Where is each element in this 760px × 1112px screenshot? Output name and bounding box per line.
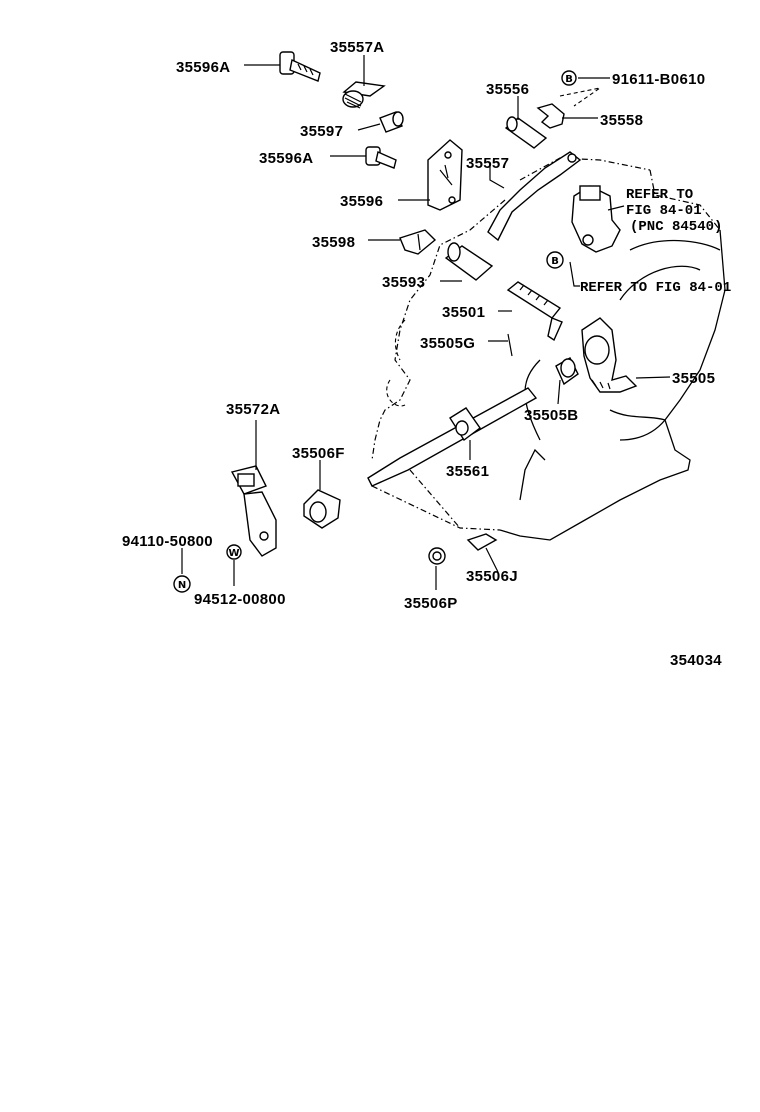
marker-b-top-letter: B xyxy=(565,74,573,85)
label-35557: 35557 xyxy=(466,155,509,172)
seal-35506F xyxy=(303,489,341,529)
refer-note-line3: (PNC 84540) xyxy=(630,219,722,235)
marker-b-top: B xyxy=(561,70,577,86)
label-91611-B0610: 91611-B0610 xyxy=(612,71,705,88)
label-35501: 35501 xyxy=(442,304,485,321)
label-35593: 35593 xyxy=(382,274,425,291)
refer-note-b: REFER TO FIG 84-01 xyxy=(580,280,731,296)
label-35596A-top: 35596A xyxy=(176,59,230,76)
marker-n-letter: N xyxy=(178,580,186,591)
marker-b-mid: B xyxy=(546,251,564,269)
leader-lines xyxy=(181,55,671,590)
neutral-start-switch xyxy=(571,185,621,253)
marker-b-mid-letter: B xyxy=(551,256,559,267)
label-35558: 35558 xyxy=(600,112,643,129)
bracket-35506J xyxy=(466,533,498,551)
bolt-35596A-mid xyxy=(365,146,397,169)
label-94110-50800: 94110-50800 xyxy=(122,533,213,550)
label-35506F: 35506F xyxy=(292,445,345,462)
lever-35572A xyxy=(230,465,277,557)
label-35596: 35596 xyxy=(340,193,383,210)
plate-35505 xyxy=(581,317,638,393)
refer-note-line2: FIG 84-01 xyxy=(626,203,702,219)
refer-note-line1: REFER TO xyxy=(626,187,693,203)
label-35505: 35505 xyxy=(672,370,715,387)
rod-35556 xyxy=(504,116,548,149)
bolt-35596A-top xyxy=(279,51,321,82)
label-94512-00800: 94512-00800 xyxy=(194,591,286,608)
pin-35505G xyxy=(507,333,513,357)
marker-n: N xyxy=(173,575,191,593)
alignment-lines xyxy=(371,87,601,531)
bracket-35596 xyxy=(427,139,463,211)
marker-w: W xyxy=(226,544,242,560)
shoe-35598 xyxy=(399,229,437,255)
spring-35557A xyxy=(342,81,386,109)
figure-id: 354034 xyxy=(670,652,722,669)
pin-35597 xyxy=(379,111,404,133)
label-35505B: 35505B xyxy=(524,407,578,424)
label-35556: 35556 xyxy=(486,81,529,98)
label-35506P: 35506P xyxy=(404,595,458,612)
label-35572A: 35572A xyxy=(226,401,280,418)
label-35561: 35561 xyxy=(446,463,489,480)
lever-35557 xyxy=(487,151,582,242)
shaft-35561 xyxy=(367,387,538,487)
label-35506J: 35506J xyxy=(466,568,518,585)
label-35596A-mid: 35596A xyxy=(259,150,313,167)
label-35598: 35598 xyxy=(312,234,355,251)
sleeve-35593 xyxy=(444,242,494,281)
bushing-35505B xyxy=(555,357,579,386)
label-35597: 35597 xyxy=(300,123,343,140)
transmission-case-outline xyxy=(371,157,726,541)
marker-w-letter: W xyxy=(228,548,239,559)
rod-35501 xyxy=(506,281,563,342)
label-35505G: 35505G xyxy=(420,335,475,352)
label-35557A: 35557A xyxy=(330,39,384,56)
washer-35506P xyxy=(428,547,446,565)
clip-35558 xyxy=(536,103,565,129)
